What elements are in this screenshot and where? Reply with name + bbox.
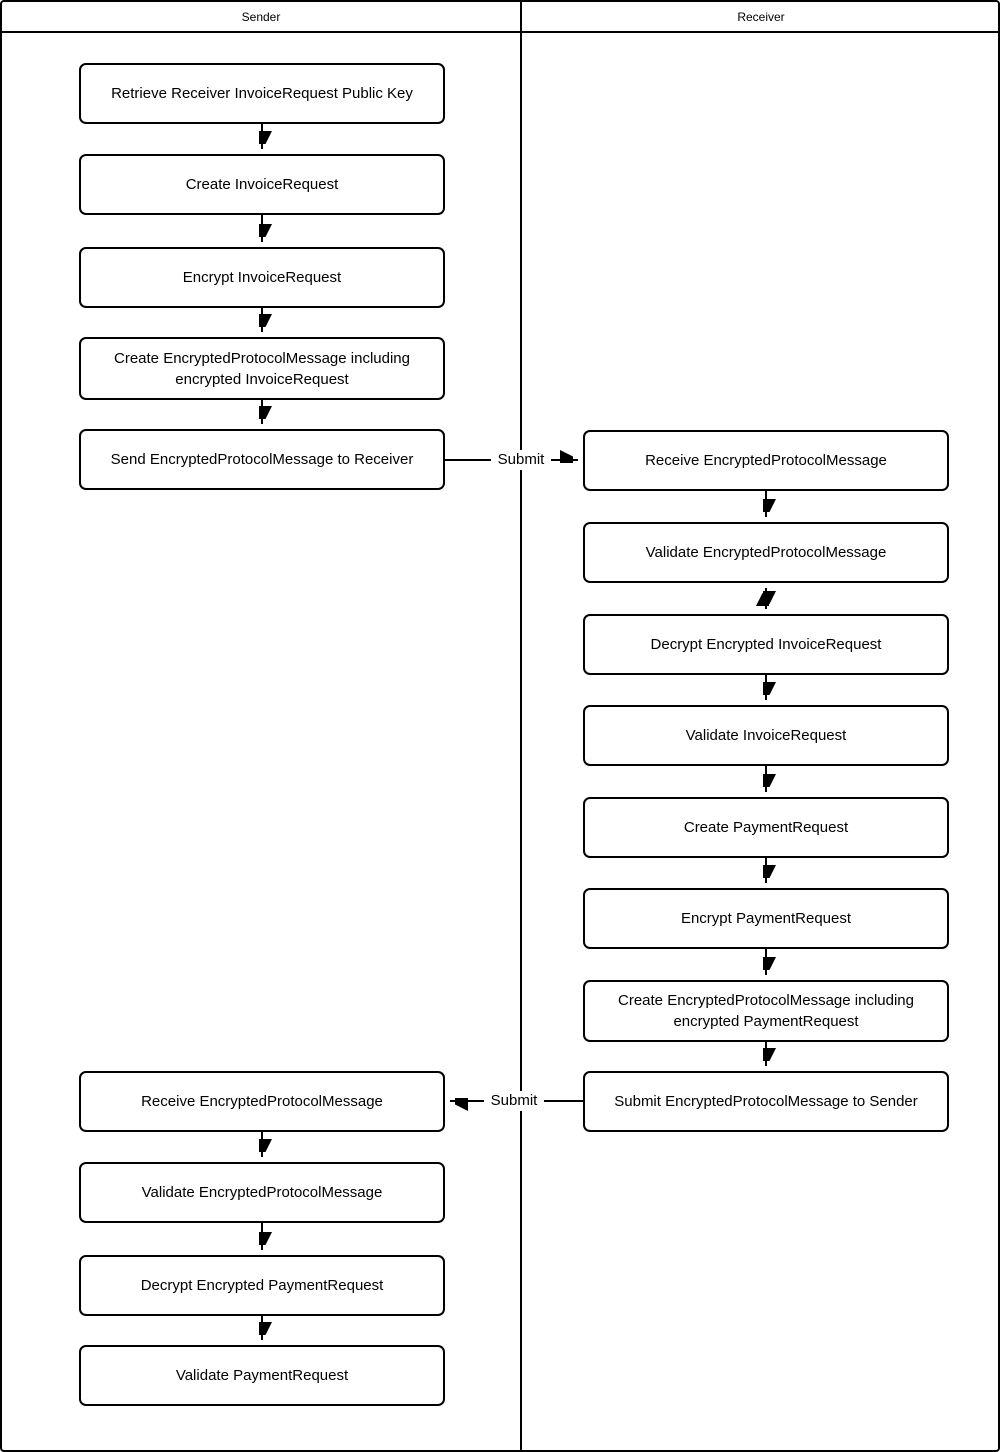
node-decrypt-paymentrequest: Decrypt Encrypted PaymentRequest (79, 1255, 445, 1316)
node-create-epm-invoicerequest: Create EncryptedProtocolMessage includin… (79, 337, 445, 400)
node-encrypt-paymentrequest: Encrypt PaymentRequest (583, 888, 949, 949)
submit-label-top: Submit (491, 450, 551, 470)
node-send-epm-to-receiver: Send EncryptedProtocolMessage to Receive… (79, 429, 445, 490)
lane-header-sender: Sender (241, 10, 281, 24)
node-encrypt-invoicerequest: Encrypt InvoiceRequest (79, 247, 445, 308)
node-create-epm-paymentrequest: Create EncryptedProtocolMessage includin… (583, 980, 949, 1042)
node-validate-paymentrequest: Validate PaymentRequest (79, 1345, 445, 1406)
node-decrypt-invoicerequest: Decrypt Encrypted InvoiceRequest (583, 614, 949, 675)
submit-label-bottom: Submit (484, 1091, 544, 1111)
node-retrieve-receiver-public-key: Retrieve Receiver InvoiceRequest Public … (79, 63, 445, 124)
node-validate-epm-sender: Validate EncryptedProtocolMessage (79, 1162, 445, 1223)
node-receive-epm-receiver: Receive EncryptedProtocolMessage (583, 430, 949, 491)
node-create-paymentrequest: Create PaymentRequest (583, 797, 949, 858)
node-validate-invoicerequest: Validate InvoiceRequest (583, 705, 949, 766)
lane-header-receiver: Receiver (737, 10, 785, 24)
node-submit-epm-to-sender: Submit EncryptedProtocolMessage to Sende… (583, 1071, 949, 1132)
node-validate-epm-receiver: Validate EncryptedProtocolMessage (583, 522, 949, 583)
node-receive-epm-sender: Receive EncryptedProtocolMessage (79, 1071, 445, 1132)
node-create-invoicerequest: Create InvoiceRequest (79, 154, 445, 215)
